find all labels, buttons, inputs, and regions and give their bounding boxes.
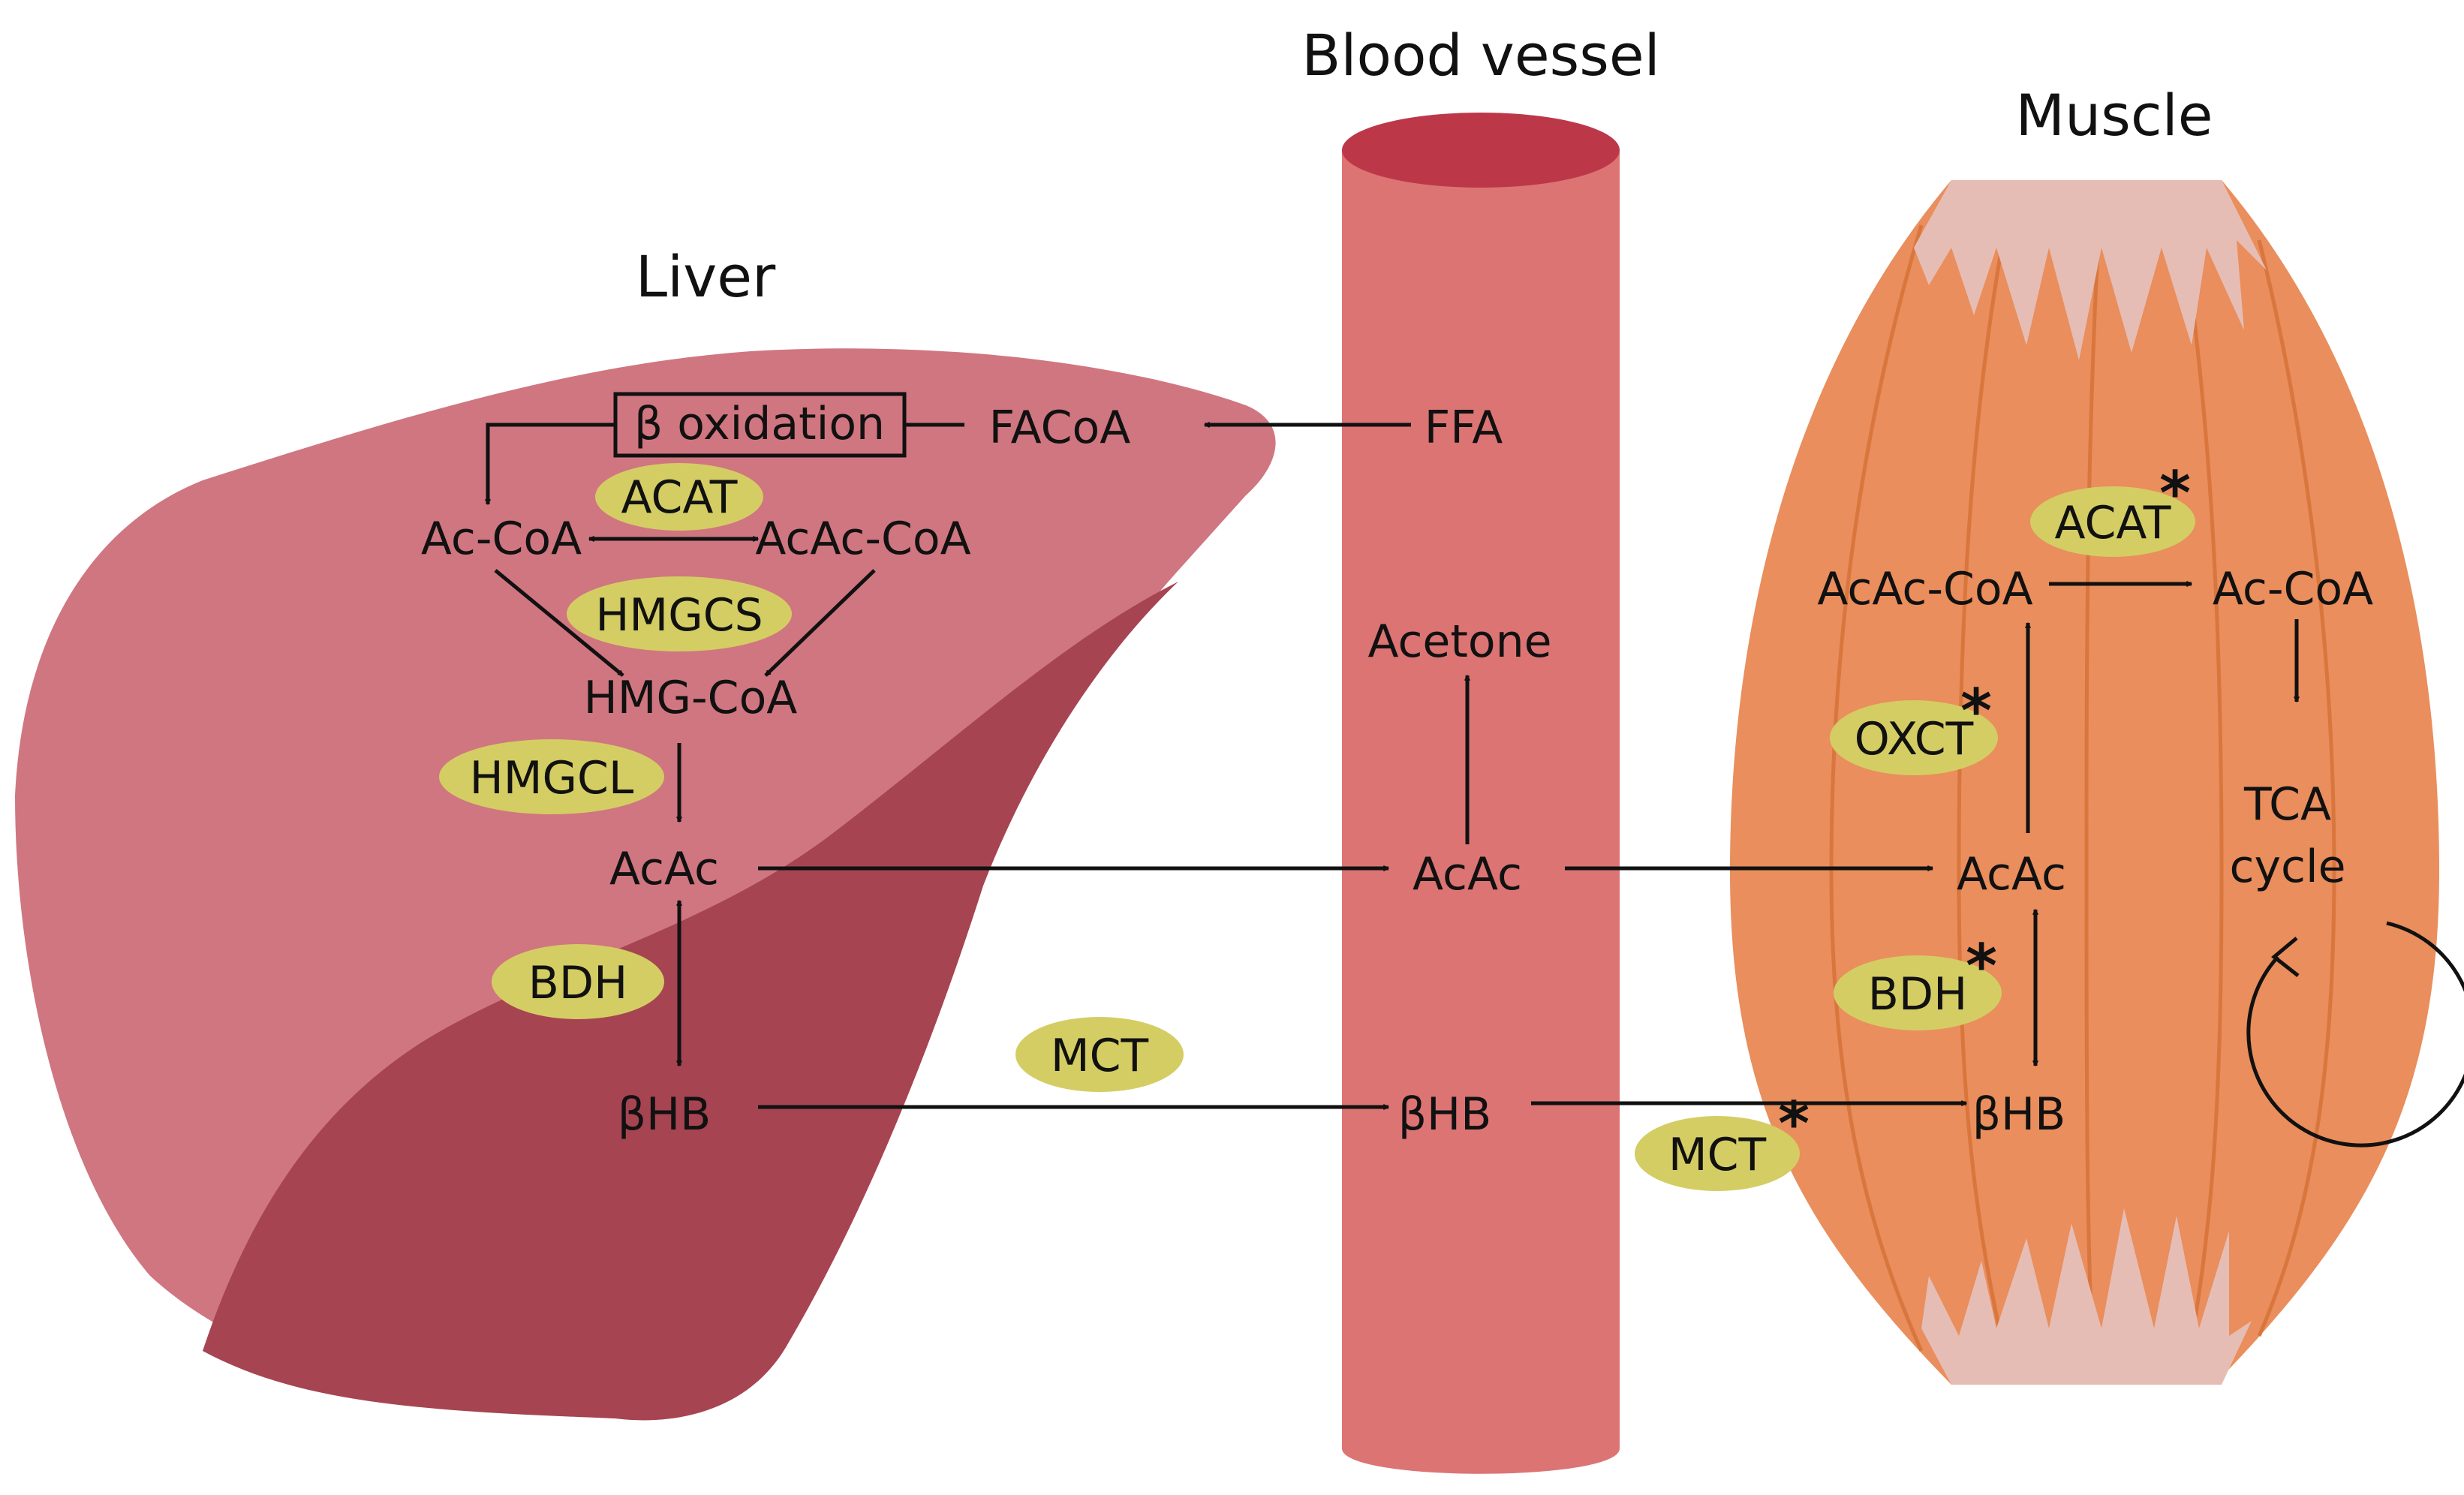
enzyme-acat-liver bbox=[595, 463, 763, 531]
hmg-coa-label: HMG-CoA bbox=[584, 672, 798, 724]
acac-coa-liver-label: AcAc-CoA bbox=[755, 513, 970, 565]
liver-dark-lobe bbox=[203, 582, 1178, 1421]
acat-muscle-asterisk: * bbox=[2159, 459, 2191, 528]
muscle-title: Muscle bbox=[2016, 82, 2213, 149]
arrow-beta-ox-to-ac-coa bbox=[488, 423, 615, 504]
enzyme-hmgcs bbox=[567, 576, 792, 651]
enzyme-oxct-label: OXCT bbox=[1855, 713, 1974, 766]
enzyme-hmgcl-label: HMGCL bbox=[470, 752, 634, 805]
vessel-top bbox=[1342, 113, 1620, 188]
enzyme-bdh-muscle-label: BDH bbox=[1868, 968, 1967, 1021]
enzyme-mct-muscle bbox=[1635, 1116, 1800, 1191]
mct-muscle-asterisk: * bbox=[1778, 1089, 1810, 1159]
vessel-arrows bbox=[758, 425, 1467, 1107]
liver-title: Liver bbox=[636, 243, 776, 310]
acac-liver-label: AcAc bbox=[609, 843, 719, 895]
tendon-top bbox=[1914, 180, 2267, 360]
enzyme-hmgcl bbox=[439, 739, 664, 814]
acetone-label: Acetone bbox=[1367, 615, 1551, 668]
enzyme-acat-muscle-label: ACAT bbox=[2055, 497, 2171, 549]
enzyme-bdh-liver bbox=[492, 944, 664, 1019]
facoa-label: FACoA bbox=[989, 402, 1131, 454]
enzyme-hmgcs-label: HMGCS bbox=[595, 589, 763, 642]
arrow-ac-coa-to-hmg-coa bbox=[494, 569, 624, 677]
tca-cycle-circle bbox=[2246, 921, 2464, 1148]
ac-coa-muscle-label: Ac-CoA bbox=[2213, 563, 2373, 615]
vessel-title: Blood vessel bbox=[1301, 22, 1659, 89]
liver-organ bbox=[15, 348, 1276, 1421]
tca-cycle-arrowhead bbox=[2271, 937, 2300, 977]
enzyme-mct-vessel bbox=[1015, 1017, 1184, 1092]
enzyme-mct-muscle-label: MCT bbox=[1668, 1129, 1767, 1181]
oxct-asterisk: * bbox=[1960, 676, 1992, 746]
ffa-label: FFA bbox=[1425, 402, 1503, 454]
liver-arrows bbox=[488, 423, 964, 1066]
bhb-liver-label: βHB bbox=[618, 1088, 712, 1141]
enzyme-bdh-muscle bbox=[1834, 955, 2002, 1030]
acac-coa-muscle-label: AcAc-CoA bbox=[1817, 563, 2032, 615]
tca-cycle-label-line2: cycle bbox=[2229, 841, 2345, 893]
bhb-vessel-label: βHB bbox=[1398, 1088, 1492, 1141]
tca-cycle-label-line1: TCA bbox=[2243, 778, 2331, 831]
acac-vessel-label: AcAc bbox=[1413, 848, 1522, 901]
enzyme-acat-muscle bbox=[2030, 486, 2195, 557]
muscle-arrows bbox=[1531, 584, 2297, 1103]
enzyme-acat-liver-label: ACAT bbox=[621, 471, 738, 524]
beta-oxidation-label: β oxidation bbox=[634, 398, 885, 450]
acac-muscle-label: AcAc bbox=[1957, 848, 2066, 901]
tendon-bottom bbox=[1921, 1208, 2252, 1385]
bdh-asterisk: * bbox=[1966, 931, 1997, 1001]
muscle-fibers bbox=[1829, 187, 2336, 1385]
blood-vessel bbox=[1342, 113, 1620, 1474]
enzyme-oxct bbox=[1830, 700, 1998, 775]
vessel-body bbox=[1342, 150, 1620, 1474]
bhb-muscle-label: βHB bbox=[1972, 1088, 2066, 1141]
ac-coa-liver-label: Ac-CoA bbox=[421, 513, 582, 565]
enzyme-bdh-liver-label: BDH bbox=[528, 957, 627, 1009]
muscle-organ bbox=[1730, 180, 2439, 1385]
arrow-acac-coa-to-hmg-coa bbox=[764, 569, 876, 677]
enzyme-mct-vessel-label: MCT bbox=[1051, 1030, 1149, 1082]
